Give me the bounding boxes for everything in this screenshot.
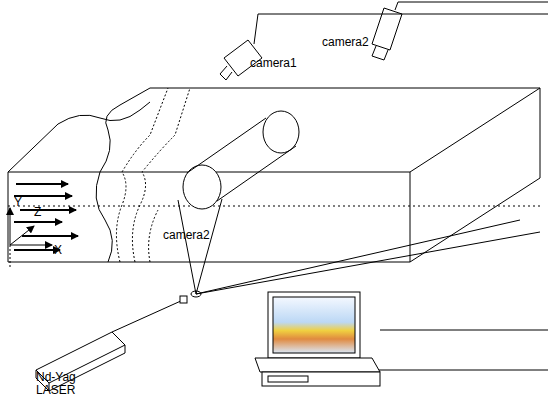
camera-label: camera2 [163,229,210,242]
flow-arrow [14,249,60,251]
camera-label: camera1 [250,57,297,70]
inlet-edge [8,172,9,262]
flow-arrow [14,195,72,197]
laser-label: Nd-Yag LASER [36,371,88,397]
axis-label: Z [34,206,41,219]
axis-label: Y [14,196,22,209]
axis-label: X [54,244,62,257]
flow-arrow [16,183,68,185]
flow-arrow [20,209,76,211]
flow-arrow [22,235,78,237]
camera-label: camera2 [322,36,369,49]
flow-arrow [14,221,62,223]
